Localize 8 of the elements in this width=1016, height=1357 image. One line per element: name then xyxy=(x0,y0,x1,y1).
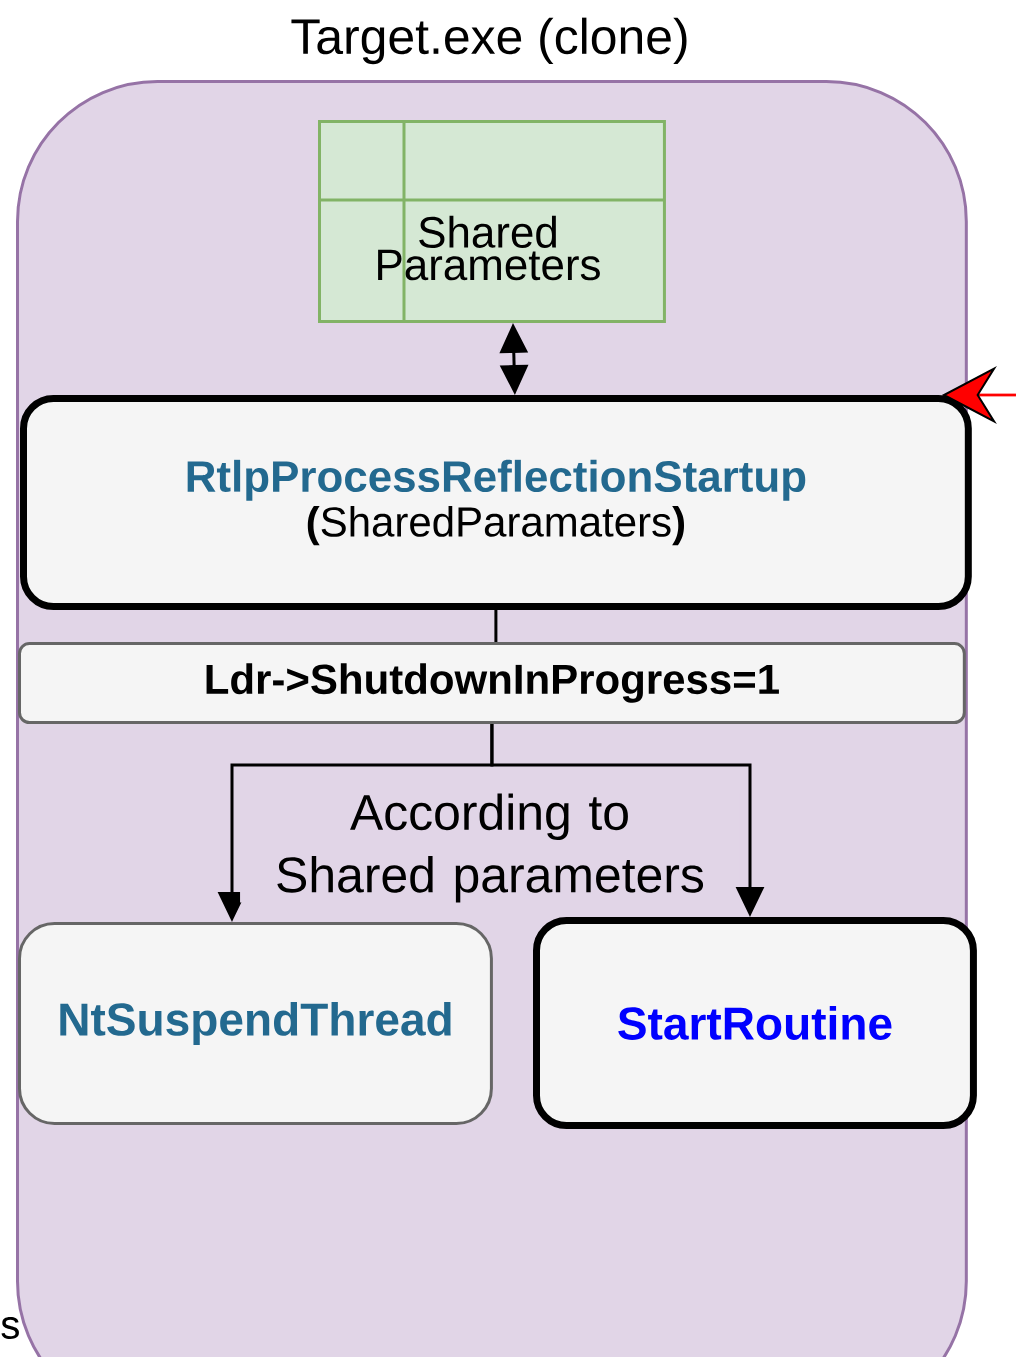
table-box: Shared Parameters xyxy=(316,118,666,323)
function-box: RtlpProcessReflectionStartup (SharedParamaters) xyxy=(20,395,972,610)
condition-band: Ldr->ShutdownInProgress=1 xyxy=(18,642,966,724)
function-box: StartRoutine xyxy=(533,917,977,1129)
edge-label: According to Shared parameters xyxy=(240,793,740,903)
function-box: NtSuspendThread xyxy=(18,922,493,1125)
node-label: Target.exe (clone) xyxy=(291,17,687,65)
cropped-label: s xyxy=(1,1317,19,1339)
